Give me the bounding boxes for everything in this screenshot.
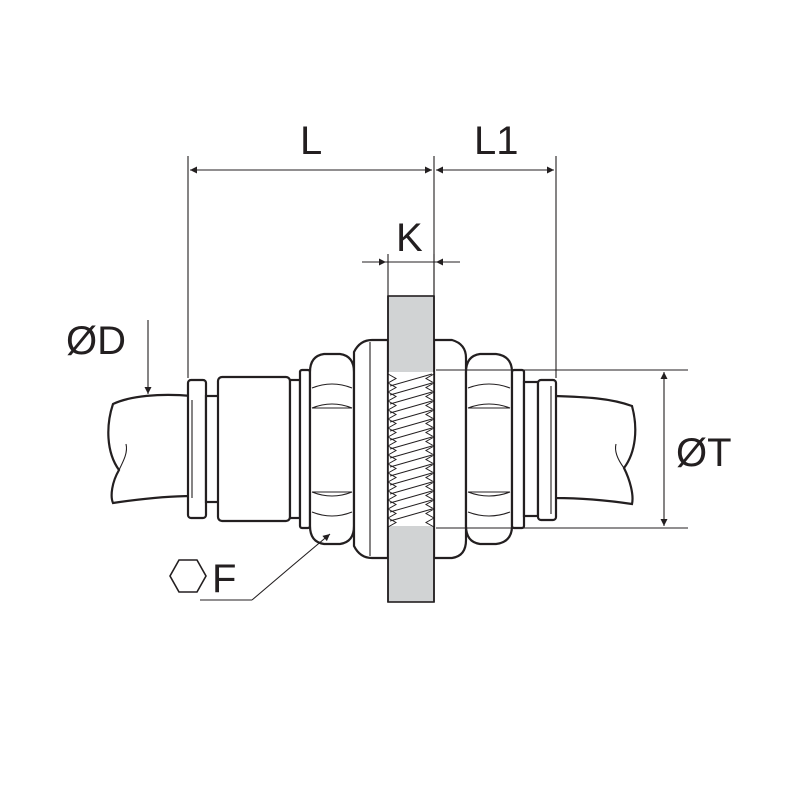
dimension-F: F — [169, 533, 331, 601]
label-L: L — [300, 119, 322, 163]
right-collet — [510, 368, 558, 530]
left-hex-nut — [308, 352, 356, 546]
right-tube — [553, 394, 637, 506]
dimension-T: ØT — [436, 369, 732, 529]
label-L1: L1 — [474, 119, 519, 163]
dimension-K: K — [362, 216, 460, 296]
label-F: F — [212, 557, 236, 601]
right-hex-nut — [464, 352, 514, 546]
left-body — [216, 368, 312, 530]
left-flange — [352, 338, 390, 560]
left-collet — [186, 378, 222, 520]
dimension-D: ØD — [66, 319, 152, 394]
left-tube — [107, 393, 194, 505]
label-D: ØD — [66, 319, 126, 363]
threaded-section — [387, 296, 435, 602]
label-T: ØT — [676, 431, 732, 475]
dimension-L1: L1 — [436, 119, 557, 378]
label-K: K — [396, 216, 423, 260]
right-locknut-ring — [432, 338, 468, 560]
hexagon-icon — [169, 559, 207, 593]
